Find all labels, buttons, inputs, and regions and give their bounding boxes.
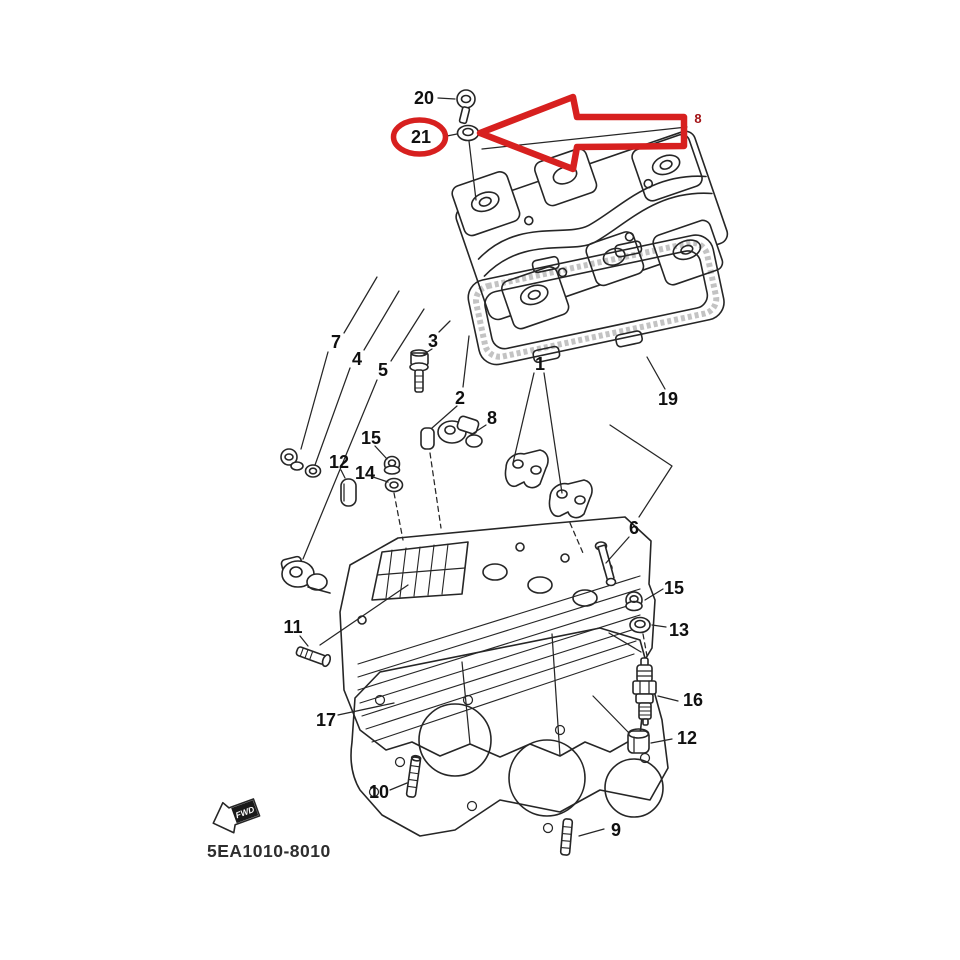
red-arrow-annotation — [476, 93, 688, 173]
grommet-14-drawing — [384, 477, 404, 493]
arrow-tail-remnant-digit: 8 — [694, 111, 701, 126]
bolt-3-drawing — [409, 349, 429, 393]
cover-gasket-drawing — [467, 234, 725, 366]
cam-cap-a-drawing — [504, 449, 549, 489]
callout-15-right: 15 — [664, 578, 684, 598]
callout-11: 11 — [283, 617, 302, 637]
dome-nut-15-left-drawing — [383, 455, 401, 475]
cap-nut-12-right-drawing — [627, 728, 650, 754]
leader-lines — [299, 97, 688, 837]
callout-12-right: 12 — [677, 728, 697, 748]
callout-10: 10 — [369, 782, 389, 802]
bolt-7-drawing — [280, 448, 304, 471]
red-highlight-annotation: 8 — [390, 93, 702, 173]
bolt-21-drawing — [456, 124, 480, 142]
red-circle-annotation — [390, 117, 449, 157]
callout-13: 13 — [669, 620, 689, 640]
callout-2: 2 — [455, 388, 465, 408]
callout-1: 1 — [535, 354, 545, 374]
callout-17: 17 — [316, 710, 336, 730]
washer-4-drawing — [304, 464, 322, 478]
stud-11-drawing — [295, 646, 332, 668]
cam-cap-b-drawing — [548, 479, 593, 519]
half-moon-plug-12-left-drawing — [340, 478, 357, 507]
spark-plug-16-drawing — [632, 657, 657, 726]
cylinder-head-drawing — [339, 516, 656, 758]
bolt-20-drawing — [456, 89, 476, 125]
dome-nut-15-right-drawing — [625, 591, 643, 612]
nut-13-drawing — [629, 616, 651, 634]
rocker-arm-8-drawing — [437, 415, 483, 448]
callout-6: 6 — [629, 518, 639, 538]
callout-8: 8 — [487, 408, 497, 428]
left-rocker-assembly-drawing — [280, 555, 331, 594]
head-gasket-drawing — [350, 627, 669, 837]
callout-21: 21 — [411, 127, 431, 147]
diagram-code: 5EA1010-8010 — [207, 841, 331, 861]
callout-20: 20 — [414, 88, 434, 108]
callout-15-left: 15 — [361, 428, 381, 448]
valve-cover-drawing — [451, 130, 729, 330]
fwd-arrow-icon: FWD — [212, 798, 261, 834]
valve-pad-2-drawing — [420, 427, 435, 450]
callout-7: 7 — [331, 332, 341, 352]
callout-16: 16 — [683, 690, 703, 710]
stud-9-drawing — [559, 818, 574, 856]
callout-14: 14 — [355, 463, 375, 483]
callout-3: 3 — [428, 331, 438, 351]
callout-9: 9 — [611, 820, 621, 840]
stud-10-drawing — [405, 754, 422, 798]
callout-19: 19 — [658, 389, 678, 409]
callout-12-left: 12 — [329, 452, 349, 472]
callout-5: 5 — [378, 360, 388, 380]
callout-4: 4 — [352, 349, 362, 369]
